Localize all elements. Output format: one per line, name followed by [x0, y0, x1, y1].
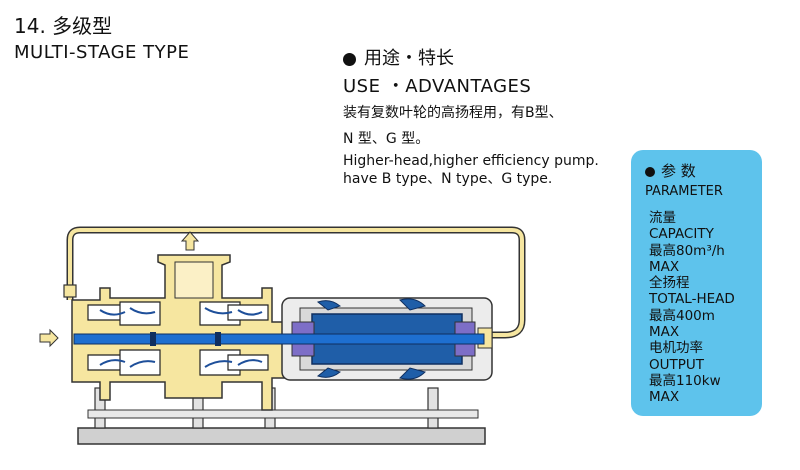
- title-cn: 14. 多级型: [14, 14, 113, 38]
- desc-en-line2: have B type、N type、G type.: [343, 171, 553, 187]
- parameter-item: MAX: [649, 324, 680, 341]
- bullet-icon: [343, 52, 356, 66]
- parameter-item: 最高80m³/h: [649, 242, 725, 259]
- parameter-heading-cn: 参 数: [645, 160, 696, 181]
- inlet-arrow-icon: [39, 328, 59, 348]
- shaft: [73, 332, 485, 346]
- parameter-item: 电机功率: [649, 340, 703, 357]
- return-pipe: [63, 226, 526, 339]
- parameter-box: 参 数 PARAMETER 流量 CAPACITY 最高80m³/h MAX 全…: [631, 150, 762, 416]
- parameter-item: 全扬程: [649, 275, 690, 292]
- parameter-item: CAPACITY: [649, 226, 714, 243]
- use-heading-cn: 用途・特长: [343, 44, 454, 70]
- outlet-arrow-icon: [180, 231, 200, 251]
- bullet-icon: [645, 166, 655, 177]
- parameter-heading-en: PARAMETER: [645, 184, 723, 199]
- pump-casing: [39, 231, 291, 411]
- parameter-item: 最高400m: [649, 307, 715, 324]
- title-en: MULTI-STAGE TYPE: [14, 42, 190, 63]
- parameter-item: MAX: [649, 389, 680, 406]
- parameter-item: 流量: [649, 210, 676, 226]
- use-heading-en: USE ・ADVANTAGES: [343, 76, 532, 97]
- base-frame: [77, 387, 486, 445]
- motor: [281, 297, 493, 381]
- desc-en: Higher-head,higher efficiency pump. have…: [343, 152, 643, 188]
- desc-cn-line1: 装有复数叶轮的高扬程用，有B型、: [343, 105, 563, 121]
- parameter-item: 最高110kw: [649, 372, 721, 389]
- parameter-item: TOTAL-HEAD: [649, 291, 735, 308]
- parameter-item: MAX: [649, 258, 680, 275]
- desc-en-line1: Higher-head,higher efficiency pump.: [343, 153, 599, 169]
- desc-cn-line2: N 型、G 型。: [343, 131, 430, 147]
- parameter-list: 流量 CAPACITY 最高80m³/h MAX 全扬程 TOTAL-HEAD …: [649, 210, 735, 406]
- parameter-item: OUTPUT: [649, 356, 705, 373]
